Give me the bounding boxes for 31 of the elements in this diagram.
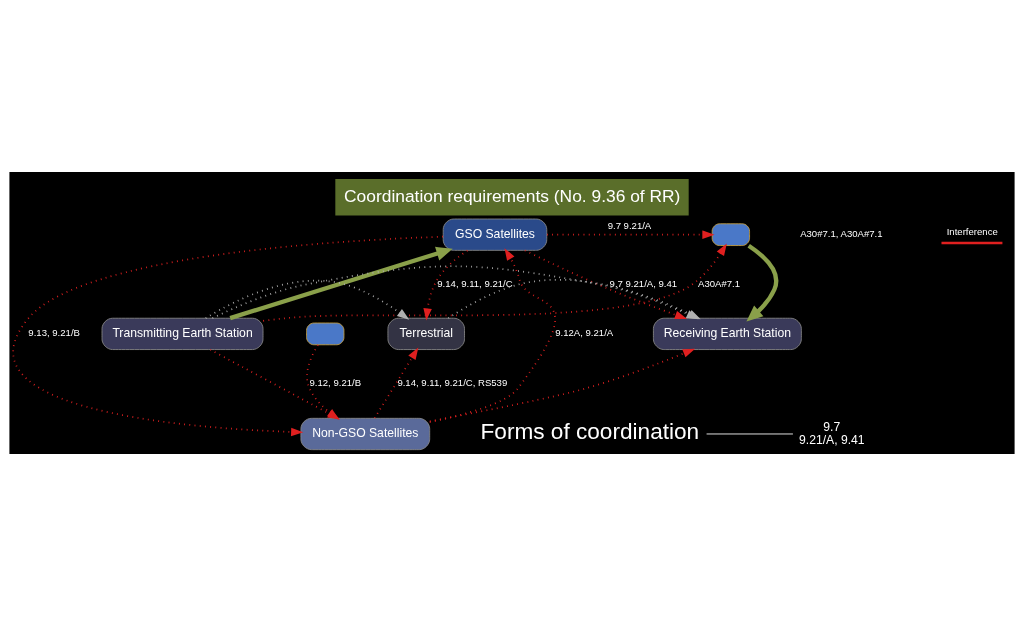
edge-label: 9.14, 9.11, 9.21/C, RS539 [397, 376, 508, 388]
node-box: Receiving Earth Station [652, 317, 802, 350]
arrow [428, 248, 556, 424]
edge-label: 9.7 9.21/A, 9.41 [609, 277, 678, 289]
edge-label: 9.12, 9.21/B [309, 376, 362, 388]
edge-label: A30A#7.1 [698, 277, 741, 289]
edge-label: 9.13, 9.21/B [28, 327, 80, 339]
arrow [12, 235, 444, 437]
diagram-title: Coordination requirements (No. 9.36 of RR) [344, 185, 681, 206]
arrow [209, 348, 340, 420]
node-box: Transmitting Earth Station [101, 317, 264, 350]
arrow [429, 348, 696, 423]
edge-label: 9.7 9.21/A [607, 220, 652, 232]
label: A30#7.1, A30A#7.1 [800, 228, 883, 240]
arrow [229, 246, 453, 321]
arrow [746, 243, 779, 322]
node-box [306, 322, 345, 346]
node-box: Terrestrial [387, 317, 465, 350]
arrow [546, 230, 715, 239]
node-box [711, 223, 750, 246]
edge-label: 9.12A, 9.21/A [555, 327, 614, 339]
node-box: Non-GSO Satellites [300, 417, 431, 451]
edge-label: 9.14, 9.11, 9.21/C [437, 277, 513, 289]
arrow [524, 249, 688, 320]
node-text: Forms of coordination [480, 419, 700, 445]
legend-label: Interference [946, 226, 998, 238]
arrow [423, 249, 469, 321]
arrow [204, 279, 410, 320]
node-box: GSO Satellites [442, 218, 548, 251]
node-text: 9.7 9.21/A, 9.41 [798, 419, 865, 447]
arrow [373, 347, 419, 419]
